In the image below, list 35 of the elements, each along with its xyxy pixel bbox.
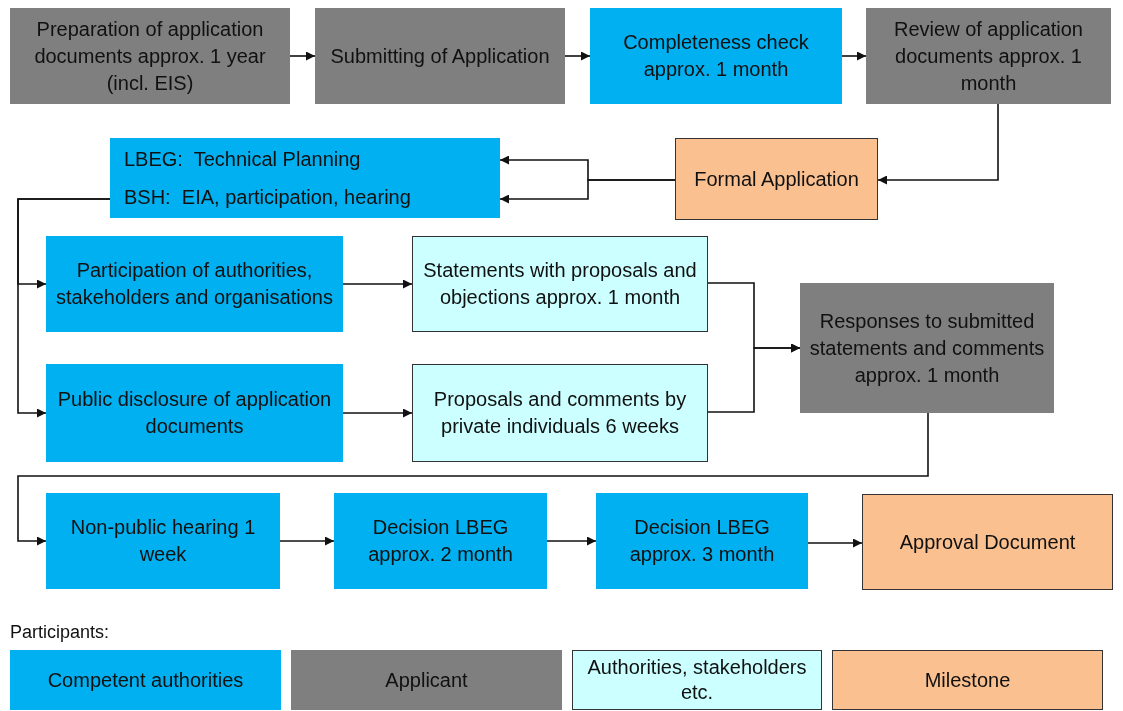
- arrow: [289, 51, 316, 61]
- arrow: [841, 51, 867, 61]
- process-box: Submitting of Application: [315, 8, 565, 104]
- legend-swatch: Competent authorities: [10, 650, 281, 710]
- arrow: [707, 343, 801, 413]
- box-text: BSH: EIA, participation, hearing: [124, 184, 411, 210]
- process-box: Approval Document: [862, 494, 1113, 590]
- arrow: [564, 51, 591, 61]
- process-box: Public disclosure of application documents: [46, 364, 343, 462]
- arrow: [807, 538, 863, 548]
- process-box: Statements with proposals and objections approx. 1 month: [412, 236, 708, 332]
- process-box: Preparation of application documents approx. 1 year (incl. EIS): [10, 8, 290, 104]
- process-box: [110, 138, 500, 218]
- box-text: LBEG: Technical Planning: [124, 146, 361, 172]
- legend-swatch: Applicant: [291, 650, 562, 710]
- legend-swatch: Milestone: [832, 650, 1103, 710]
- process-box: Proposals and comments by private individuals 6 weeks: [412, 364, 708, 462]
- arrow: [499, 179, 676, 204]
- process-box: Completeness check approx. 1 month: [590, 8, 842, 104]
- process-box: Review of application documents approx. 1 month: [866, 8, 1111, 104]
- process-box: Responses to submitted statements and comments approx. 1 month: [800, 283, 1054, 413]
- arrow: [279, 536, 335, 546]
- legend-swatch: Authorities, stakeholders etc.: [572, 650, 822, 710]
- arrow: [877, 103, 999, 185]
- arrow: [342, 279, 413, 289]
- process-box: Non-public hearing 1 week: [46, 493, 280, 589]
- process-box: Decision LBEG approx. 2 month: [334, 493, 547, 589]
- legend-heading: Participants:: [10, 622, 110, 643]
- arrow: [342, 408, 413, 418]
- arrow: [17, 412, 929, 546]
- arrow: [17, 198, 111, 418]
- arrow: [546, 536, 597, 546]
- process-box: Decision LBEG approx. 3 month: [596, 493, 808, 589]
- process-box: Participation of authorities, stakeholders and organisations: [46, 236, 343, 332]
- process-box: Formal Application: [675, 138, 878, 220]
